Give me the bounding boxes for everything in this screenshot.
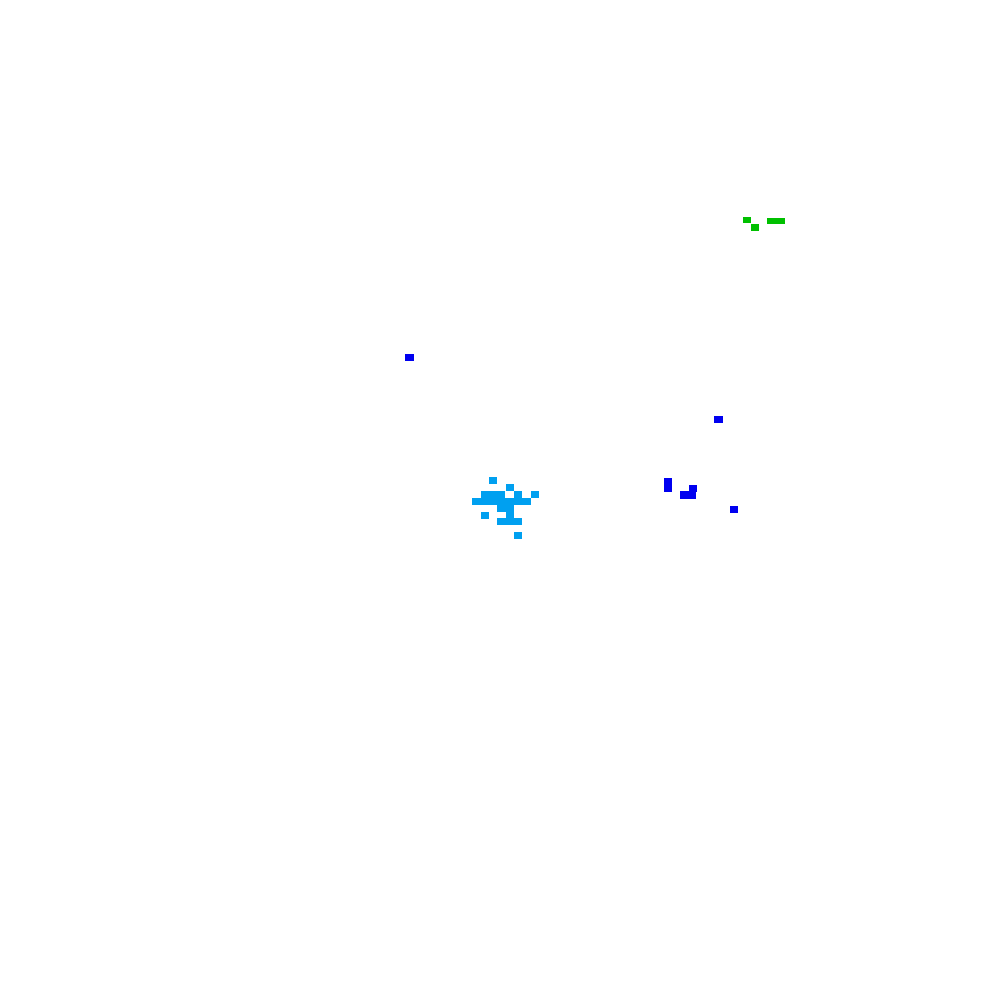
cyan-cluster-cell [472,498,531,505]
blue-scatter-cell [730,506,738,513]
green-cluster [743,217,785,231]
cyan-cluster-cell [506,484,514,491]
cyan-cluster-cell [506,512,514,519]
cyan-cluster-cell [514,532,522,539]
cyan-cluster-cell [497,505,514,512]
cyan-cluster-cell [531,491,539,498]
green-cluster-cell [751,224,759,231]
cyan-cluster-cell [489,477,497,484]
cyan-cluster [472,477,539,539]
cyan-cluster-cell [514,491,522,498]
blue-scatter-cell [714,416,723,423]
cyan-cluster-cell [481,491,505,498]
blue-scatter-cell [680,491,696,499]
pixel-cells [405,217,785,539]
blue-scatter-cell [689,485,697,492]
blue-scatter-cell [664,478,672,492]
green-cluster-cell [767,218,785,224]
cyan-cluster-cell [497,518,522,525]
green-cluster-cell [743,217,751,223]
blue-scatter-cell [405,354,414,361]
cyan-cluster-cell [481,512,489,519]
blue-scatter [405,354,738,513]
